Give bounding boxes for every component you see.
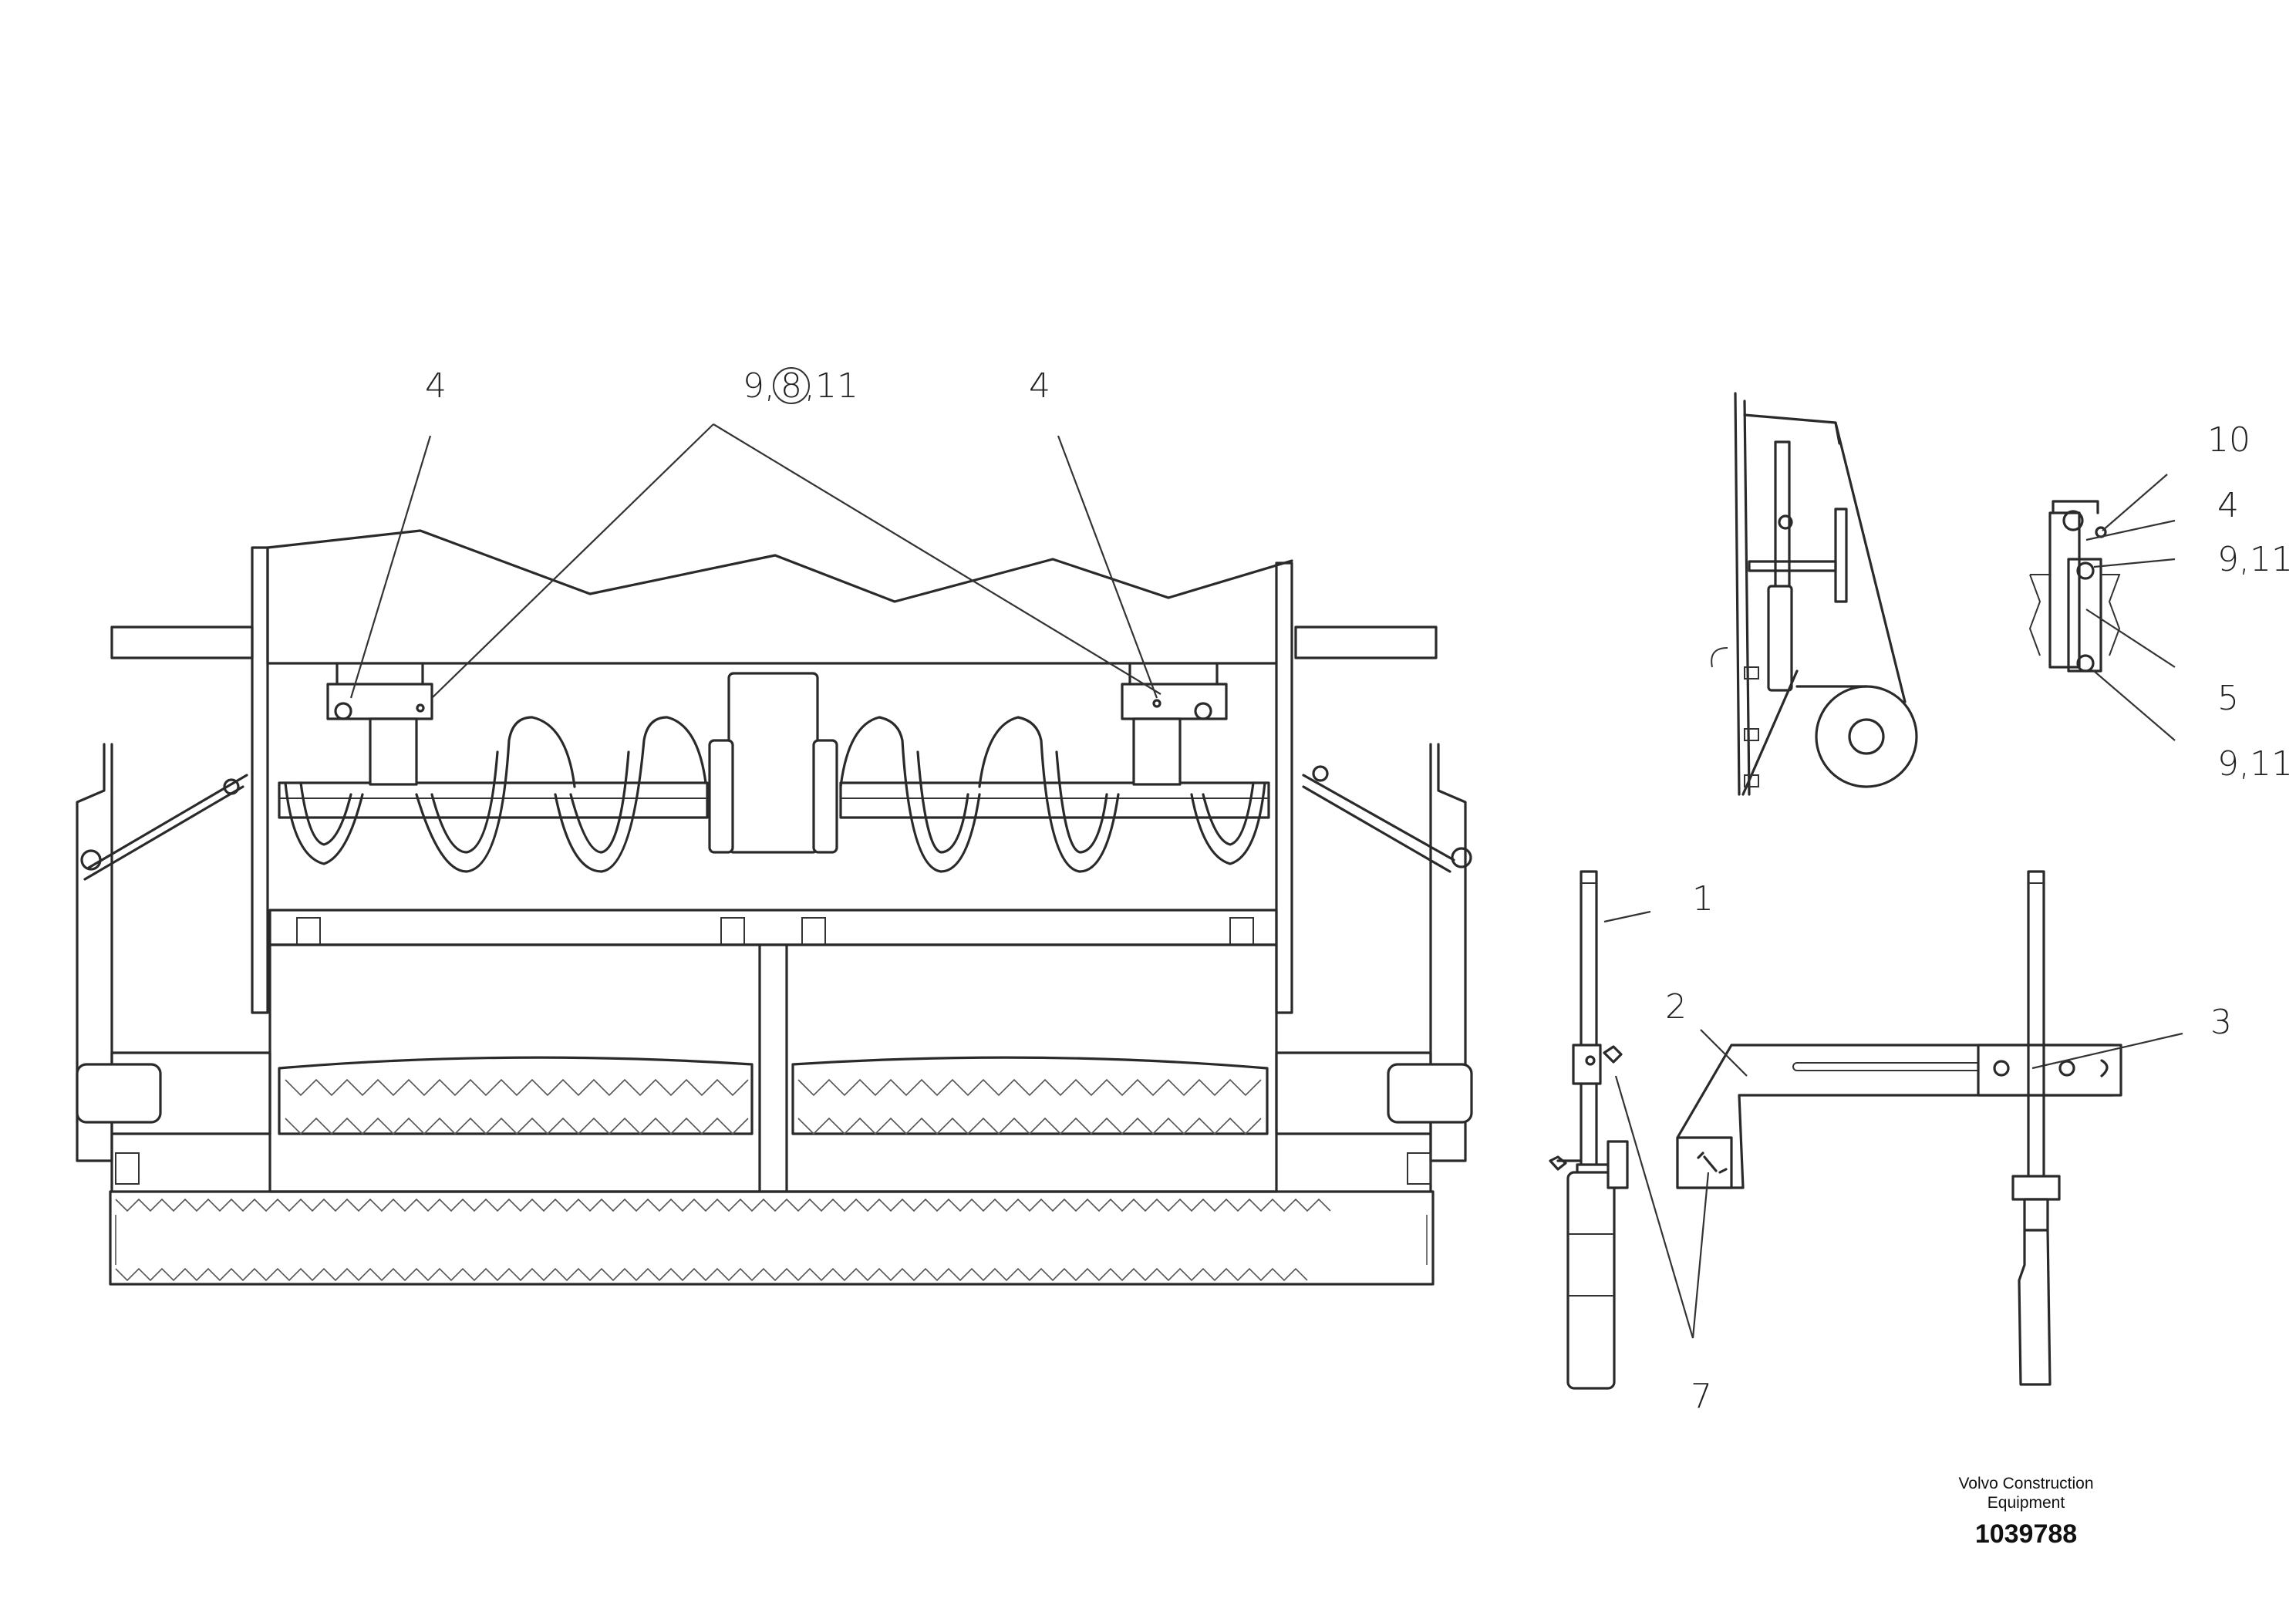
callout-4-right: 4 bbox=[1029, 366, 1050, 406]
callout-3: 3 bbox=[2210, 1003, 2232, 1042]
circled-8-marker bbox=[773, 367, 810, 404]
callout-8-circled: 8 bbox=[781, 366, 802, 406]
callout-7: 7 bbox=[1691, 1377, 1712, 1416]
part-7-leaders bbox=[1614, 1075, 1710, 1339]
callout-labels: 4 9, 8 ,11 4 10 4 9,11 5 9,11 1 2 3 7 bbox=[425, 366, 2293, 1416]
part-3-rod-assembly bbox=[2011, 870, 2061, 1386]
callout-11-suffix: ,11 bbox=[804, 366, 858, 406]
callout-4-detail: 4 bbox=[2217, 486, 2239, 525]
callout-9-11-bottom: 9,11 bbox=[2217, 744, 2293, 784]
title-block: Volvo Construction Equipment 1039788 bbox=[1958, 1475, 2093, 1549]
drawing-number: 1039788 bbox=[1975, 1519, 2077, 1549]
company-name-line1: Volvo Construction bbox=[1958, 1475, 2093, 1492]
part-1-vertical-pole bbox=[1549, 870, 1651, 1390]
callout-9-11-top: 9,11 bbox=[2217, 540, 2293, 579]
callout-10: 10 bbox=[2207, 420, 2250, 460]
callout-4-left: 4 bbox=[425, 366, 447, 406]
clamp-detail bbox=[2028, 474, 2176, 741]
company-name-line2: Equipment bbox=[1988, 1494, 2065, 1512]
callout-9-prefix: 9, bbox=[743, 366, 775, 406]
paver-screed-front-view bbox=[76, 423, 1473, 1286]
callout-1: 1 bbox=[1692, 879, 1714, 919]
callout-2: 2 bbox=[1665, 987, 1687, 1027]
callout-5: 5 bbox=[2217, 679, 2239, 718]
side-view-detail bbox=[1711, 392, 1918, 796]
part-2-bracket bbox=[1676, 1029, 2183, 1189]
